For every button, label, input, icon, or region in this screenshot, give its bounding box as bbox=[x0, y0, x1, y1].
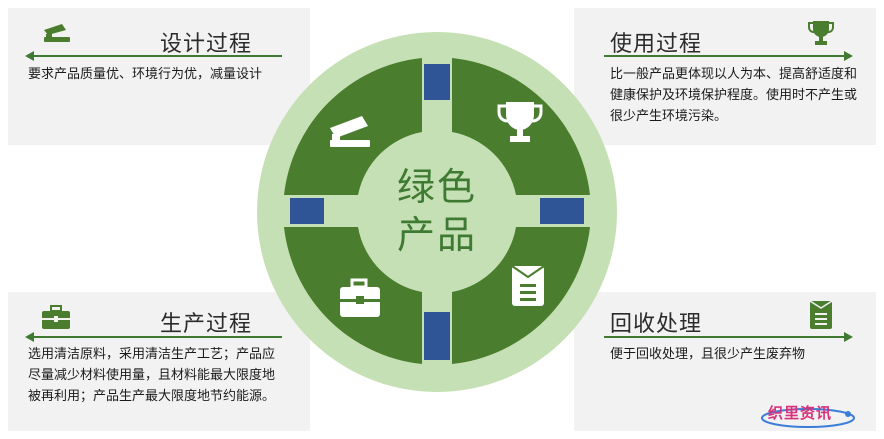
use-arrow-head bbox=[844, 51, 853, 61]
bin-icon bbox=[809, 300, 833, 329]
center-title-line1: 绿色 bbox=[396, 165, 477, 209]
recycle-arrow bbox=[604, 336, 844, 338]
connector-top bbox=[424, 64, 450, 100]
production-text: 选用清洁原料，采用清洁生产工艺；产品应尽量减少材料使用量，且材料能最大限度地被再… bbox=[28, 347, 276, 404]
design-title: 设计过程 bbox=[160, 32, 253, 57]
design-text: 要求产品质量优、环境行为优，减量设计 bbox=[28, 67, 263, 82]
recycle-arrow-head bbox=[844, 332, 853, 342]
briefcase-icon bbox=[42, 305, 70, 329]
production-title: 生产过程 bbox=[160, 312, 253, 337]
production-arrow bbox=[32, 336, 282, 338]
design-arrow-head bbox=[25, 51, 34, 61]
stapler-icon bbox=[44, 24, 70, 42]
use-text: 比一般产品更体现以人为本、提高舒适度和健康保护及环境保护程度。使用时不产生或很少… bbox=[610, 67, 858, 124]
center-title-line2: 产品 bbox=[396, 213, 477, 257]
briefcase-icon bbox=[340, 278, 380, 317]
trophy-icon bbox=[808, 21, 834, 45]
bin-icon bbox=[511, 265, 545, 306]
segment-group bbox=[284, 58, 590, 364]
connector-left bbox=[290, 198, 324, 224]
production-arrow-head bbox=[25, 332, 34, 342]
watermark-text: 织里资讯 bbox=[768, 404, 833, 422]
design-arrow bbox=[32, 55, 282, 57]
use-title: 使用过程 bbox=[610, 32, 703, 57]
recycle-title: 回收处理 bbox=[610, 312, 703, 337]
recycle-text: 便于回收处理，且很少产生废弃物 bbox=[610, 347, 806, 362]
connector-bottom bbox=[424, 312, 450, 360]
watermark-logo: 织里资讯 bbox=[760, 400, 860, 430]
trophy-icon bbox=[497, 102, 543, 142]
connector-right bbox=[540, 198, 584, 224]
stapler-icon bbox=[330, 116, 370, 147]
use-arrow bbox=[604, 55, 844, 57]
